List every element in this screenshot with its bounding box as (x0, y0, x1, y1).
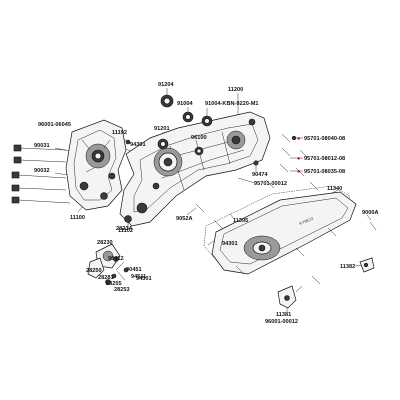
cover-bolts (125, 133, 377, 275)
label-9000a: 9000A (362, 210, 378, 216)
label-96001-06045: 96001-06045 (38, 122, 71, 128)
label-96001-00012: 96001-00012 (265, 319, 298, 325)
label-90031: 90031 (34, 143, 50, 149)
label-90474: 90474 (252, 172, 268, 178)
label-11200: 11200 (228, 87, 243, 93)
cover-logo: KYMCO (299, 216, 314, 226)
label-95701-08040-08: 95701-08040-08 (304, 136, 345, 142)
label-91201: 91201 (154, 126, 170, 132)
label-94511: 94511 (131, 274, 146, 280)
part-labels: 91204 11200 91004 91004-KBN-9220-M1 9600… (34, 82, 378, 325)
label-90412: 90412 (108, 256, 124, 262)
label-94301-lower: 94301 (136, 276, 152, 282)
left-crankcase-half (65, 119, 127, 211)
label-11381: 11381 (276, 312, 291, 318)
label-28281: 28281 (98, 275, 114, 281)
label-28230: 28230 (97, 240, 113, 246)
label-91004-kbn: 91004-KBN-9220-M1 (205, 101, 258, 107)
right-crankcase-half (119, 111, 271, 227)
label-90451: 90451 (126, 267, 142, 273)
label-2823a: 2823A (116, 226, 132, 232)
label-28255: 28255 (106, 281, 122, 287)
label-9052a: 9052A (176, 216, 192, 222)
label-11100: 11100 (70, 215, 85, 221)
label-95701-08012-08-marker: ● (297, 156, 300, 162)
label-90032: 90032 (34, 168, 50, 174)
label-96100: 96100 (191, 135, 207, 141)
label-94301-upper: 94301 (130, 142, 146, 148)
label-11395: 11395 (233, 218, 248, 224)
long-stud-bolts (11, 144, 71, 204)
label-11192: 11192 (112, 130, 127, 136)
label-11382: 11382 (340, 264, 355, 270)
bearings (124, 94, 213, 223)
label-11102: 11102 (118, 228, 133, 234)
lower-bracket (277, 257, 375, 309)
label-28253: 28253 (114, 287, 130, 293)
label-94301-right: 94301 (222, 241, 238, 247)
label-11340: 11340 (327, 186, 342, 192)
label-95701-08035-08: 95701-08035-08 (304, 169, 345, 175)
crankcase-cover: KYMCO (203, 185, 357, 275)
label-91204: 91204 (158, 82, 174, 88)
label-95701-08012-08: 95701-08012-08 (304, 156, 345, 162)
label-95701-08035-08-marker: ● (297, 169, 300, 175)
label-91004: 91004 (177, 101, 193, 107)
label-28250: 28250 (86, 268, 102, 274)
kickstart-assembly (87, 243, 129, 285)
label-95701-08040-08-marker: ● (297, 136, 300, 142)
label-95701-00012: 95701-00012 (254, 181, 287, 187)
